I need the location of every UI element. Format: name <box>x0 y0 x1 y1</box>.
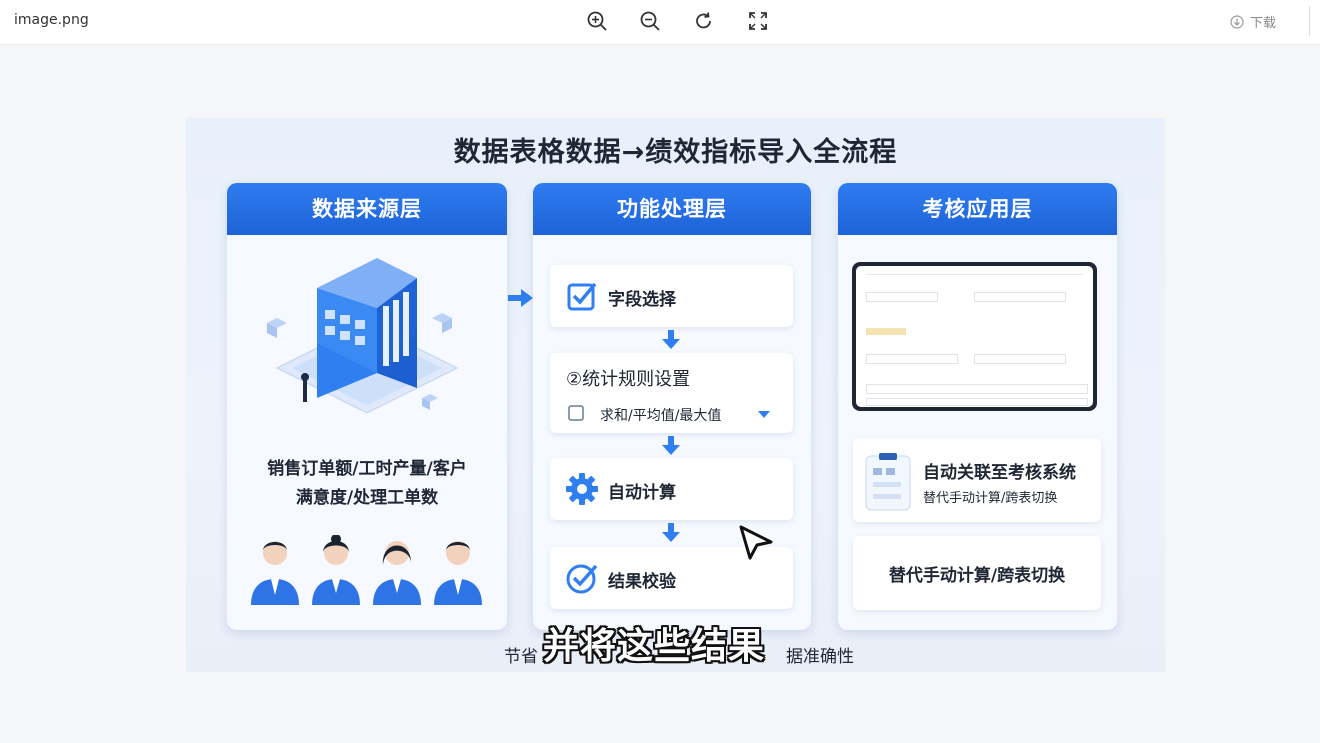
fullscreen-icon[interactable] <box>747 10 769 32</box>
rotate-icon[interactable] <box>693 10 715 32</box>
application-layer-header: 考核应用层 <box>838 183 1117 235</box>
step3-label: 自动计算 <box>608 483 676 503</box>
replace-manual-title: 替代手动计算/跨表切换 <box>888 566 1066 586</box>
person-icon <box>251 541 299 605</box>
file-name: image.png <box>14 12 89 28</box>
slide-title: 数据表格数据→绩效指标导入全流程 <box>453 137 898 168</box>
step1-label: 字段选择 <box>608 290 676 310</box>
viewer-toolbar: image.png 下载 <box>0 0 1320 45</box>
person-icon <box>373 541 421 605</box>
system-screen-mockup <box>852 262 1097 411</box>
chevron-down-icon <box>758 411 770 418</box>
checkbox-icon <box>567 282 597 311</box>
auto-link-title: 自动关联至考核系统 <box>923 463 1076 483</box>
people-illustration <box>251 535 482 605</box>
step-auto-calc: 自动计算 <box>550 458 793 520</box>
application-layer-panel: 考核应用层 自动关联至考核系统 替代手动计算/跨表切换 <box>838 183 1117 630</box>
mockup-form <box>856 266 1093 407</box>
clipboard-icon <box>865 453 911 511</box>
download-label: 下载 <box>1249 16 1276 31</box>
step2-option: 求和/平均值/最大值 <box>600 408 722 424</box>
panel-edge <box>1309 6 1320 36</box>
step-result-verify: 结果校验 <box>550 547 793 609</box>
step-field-select: 字段选择 <box>550 265 793 327</box>
footer-note-left: 节省 <box>504 647 538 667</box>
arrow-right-icon <box>508 289 533 307</box>
download-icon <box>1230 14 1244 29</box>
person-icon <box>434 541 482 605</box>
video-subtitle: 并将这些结果 <box>543 626 766 667</box>
check-circle-icon <box>566 564 598 594</box>
step2-label: ②统计规则设置 <box>566 369 691 390</box>
step-stat-rules: ②统计规则设置 求和/平均值/最大值 <box>550 353 793 433</box>
mouse-cursor-icon <box>739 525 773 560</box>
checkbox-empty-icon <box>568 405 584 421</box>
auto-link-card: 自动关联至考核系统 替代手动计算/跨表切换 <box>853 438 1101 522</box>
source-layer-panel: 数据来源层 销售订单额/工时产量/客户 满意度/处理工单数 <box>227 183 507 630</box>
arrow-down-icon <box>662 523 680 542</box>
replace-manual-card: 替代手动计算/跨表切换 <box>853 536 1101 610</box>
zoom-in-icon[interactable] <box>586 10 608 32</box>
source-layer-header: 数据来源层 <box>227 183 507 235</box>
person-icon <box>312 535 360 605</box>
slide-image: 数据表格数据→绩效指标导入全流程 数据来源层 销售订单额/工时产量/客户 满意度… <box>186 118 1165 672</box>
process-layer-header: 功能处理层 <box>533 183 811 235</box>
auto-link-subtitle: 替代手动计算/跨表切换 <box>923 491 1058 506</box>
footer-note-right: 据准确性 <box>786 647 854 667</box>
zoom-out-icon[interactable] <box>639 10 661 32</box>
process-layer-panel: 功能处理层 字段选择 ②统计规则设置 求和/平均值/最大值 <box>533 183 811 630</box>
download-button[interactable]: 下载 <box>1230 12 1276 31</box>
building-illustration <box>267 258 459 414</box>
step4-label: 结果校验 <box>608 572 676 592</box>
source-text-line1: 销售订单额/工时产量/客户 <box>267 459 467 479</box>
source-description: 销售订单额/工时产量/客户 满意度/处理工单数 <box>227 455 507 513</box>
arrow-down-icon <box>662 436 680 455</box>
arrow-down-icon <box>662 330 680 349</box>
gear-icon <box>566 473 598 505</box>
source-text-line2: 满意度/处理工单数 <box>295 488 439 508</box>
